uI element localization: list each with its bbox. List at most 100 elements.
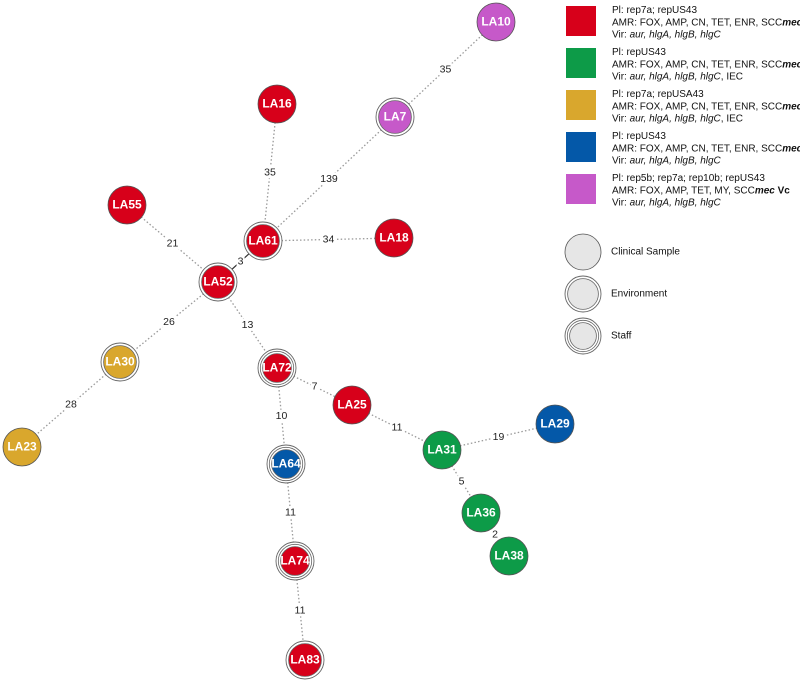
- edge-label: 19: [493, 431, 505, 443]
- legend-segment: AMR: FOX, AMP, TET, MY, SCC: [612, 185, 755, 196]
- node-la23: LA23: [2, 427, 42, 467]
- sample-symbol-staff: [564, 317, 602, 355]
- node-label: LA38: [494, 549, 524, 563]
- legend-line: Pl: rep5b; rep7a; rep10b; repUS43: [612, 173, 765, 184]
- legend-line: Pl: repUS43: [612, 131, 666, 142]
- legend-line: AMR: FOX, AMP, CN, TET, ENR, SCCmec IVa: [612, 101, 800, 112]
- legend-segment: AMR: FOX, AMP, CN, TET, ENR, SCC: [612, 143, 782, 154]
- edge-label: 35: [264, 166, 276, 178]
- edge-label: 26: [163, 316, 175, 328]
- sample-label-clinical: Clinical Sample: [611, 247, 680, 258]
- legend-segment: aur, hlgA, hlgB, hlgC: [630, 30, 722, 41]
- legend-segment: aur, hlgA, hlgB, hlgC: [630, 72, 722, 83]
- node-la7: LA7: [375, 97, 415, 137]
- node-label: LA61: [248, 234, 278, 248]
- legend-segment: aur, hlgA, hlgB, hlgC: [630, 156, 722, 167]
- legend-line: Vir: aur, hlgA, hlgB, hlgC: [612, 198, 722, 209]
- edge-label: 11: [285, 506, 296, 518]
- node-label: LA52: [203, 275, 233, 289]
- edge-label-bg: [236, 255, 245, 268]
- node-la72: LA72: [257, 348, 297, 388]
- legend-segment: , IEC: [721, 72, 743, 83]
- edge-label: 34: [323, 233, 335, 245]
- legend-segment: Vc: [775, 185, 790, 196]
- node-label: LA31: [427, 443, 457, 457]
- legend-line: AMR: FOX, AMP, CN, TET, ENR, SCCmec IVa: [612, 59, 800, 70]
- edge-la7-la61: [262, 116, 396, 242]
- legend-segment: AMR: FOX, AMP, CN, TET, ENR, SCC: [612, 17, 782, 28]
- edge-label-bg: [438, 63, 453, 76]
- edge-label: 21: [167, 237, 179, 249]
- node-label: LA74: [280, 554, 310, 568]
- edge-label: 3: [238, 255, 244, 267]
- node-la25: LA25: [332, 385, 372, 425]
- legend-swatch: [566, 90, 596, 120]
- node-label: LA72: [262, 361, 292, 375]
- legend-segment: Pl: repUS43: [612, 47, 666, 58]
- node-label: LA29: [540, 417, 570, 431]
- sample-label-staff: Staff: [611, 331, 632, 342]
- legend-segment: mec: [782, 59, 800, 70]
- sample-symbol-clinical: [564, 233, 602, 271]
- legend-swatch: [566, 48, 596, 78]
- legend-segment: Pl: rep5b; rep7a; rep10b; repUS43: [612, 173, 765, 184]
- node-la55: LA55: [107, 185, 147, 225]
- legend-segment: Vir:: [612, 114, 630, 125]
- node-la74: LA74: [275, 541, 315, 581]
- legend-line: Pl: repUS43: [612, 47, 666, 58]
- node-la31: LA31: [422, 430, 462, 470]
- legend-segment: AMR: FOX, AMP, CN, TET, ENR, SCC: [612, 101, 782, 112]
- node-la83: LA83: [285, 640, 325, 680]
- legend-line: Vir: aur, hlgA, hlgB, hlgC, IEC: [612, 114, 743, 125]
- edge-label-bg: [162, 315, 176, 328]
- node-la30: LA30: [100, 342, 140, 382]
- node-la18: LA18: [374, 218, 414, 258]
- edge-label-bg: [240, 318, 255, 331]
- edge-label: 35: [440, 63, 452, 75]
- legend-swatch: [566, 174, 596, 204]
- node-la64: LA64: [266, 444, 306, 484]
- legend-segment: Pl: rep7a; repUS43: [612, 5, 697, 16]
- legend-line: AMR: FOX, AMP, TET, MY, SCCmec Vc: [612, 185, 790, 196]
- edge-label: 10: [276, 410, 288, 422]
- node-la52: LA52: [198, 262, 238, 302]
- edge-label-bg: [293, 604, 307, 617]
- edge-label: 7: [312, 380, 318, 392]
- legend-segment: mec: [755, 185, 775, 196]
- node-label: LA30: [105, 355, 135, 369]
- node-la16: LA16: [257, 84, 297, 124]
- legend-line: Pl: rep7a; repUS43: [612, 5, 697, 16]
- legend-line: AMR: FOX, AMP, CN, TET, ENR, SCCmec IVa: [612, 17, 800, 28]
- node-label: LA36: [466, 506, 496, 520]
- sample-label-environment: Environment: [611, 289, 667, 300]
- node-la36: LA36: [461, 493, 501, 533]
- edge-label-bg: [491, 430, 506, 443]
- node-la29: LA29: [535, 404, 575, 444]
- node-la61: LA61: [243, 221, 283, 261]
- legend-segment: Pl: rep7a; repUSA43: [612, 89, 704, 100]
- legend-segment: Vir:: [612, 198, 630, 209]
- edge-label-bg: [390, 421, 404, 434]
- node-label: LA7: [384, 110, 407, 124]
- edge-label: 11: [295, 604, 306, 616]
- edge-label: 11: [392, 421, 403, 433]
- sample-symbol-environment: [564, 275, 602, 313]
- edge-la30-la23: [21, 361, 121, 448]
- node-la10: LA10: [476, 2, 516, 42]
- legend-line: Vir: aur, hlgA, hlgB, hlgC: [612, 30, 722, 41]
- node-label: LA25: [337, 398, 367, 412]
- edge-label-bg: [274, 409, 289, 422]
- node-label: LA10: [481, 15, 511, 29]
- edge-label-bg: [321, 233, 336, 246]
- edge-label-bg: [491, 528, 500, 541]
- legend-segment: Pl: repUS43: [612, 131, 666, 142]
